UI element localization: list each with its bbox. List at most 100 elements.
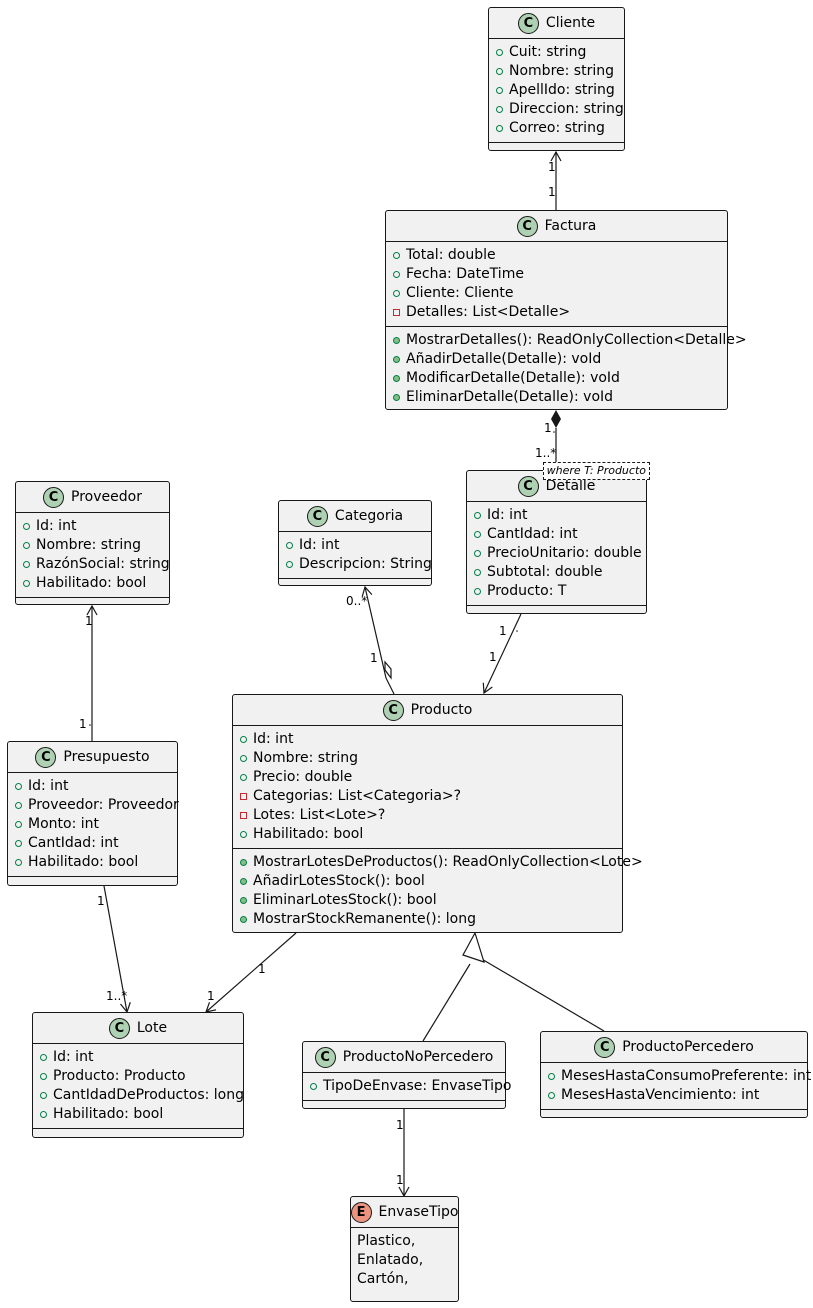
attribute: Correo: string bbox=[489, 119, 624, 138]
attribute: Subtotal: double bbox=[467, 563, 646, 582]
class-icon: C bbox=[517, 12, 539, 34]
composition-diamond bbox=[551, 410, 561, 428]
class-name: ProductoPercedero bbox=[622, 1039, 754, 1055]
public-visibility-icon bbox=[393, 394, 400, 401]
public-visibility-icon bbox=[474, 531, 481, 538]
attribute-text: TipoDeEnvase: EnvaseTipo bbox=[323, 1078, 512, 1094]
attribute-text: RazónSocial: string bbox=[36, 556, 170, 572]
public-visibility-icon bbox=[15, 821, 22, 828]
public-visibility-icon bbox=[286, 542, 293, 549]
attribute-text: Direccion: string bbox=[509, 101, 624, 117]
method-text: EliminarLotesStock(): bool bbox=[253, 892, 437, 908]
class-icon: C bbox=[516, 215, 538, 237]
attribute: Id: int bbox=[16, 517, 169, 536]
private-visibility-icon bbox=[393, 309, 400, 316]
mult-detalle-producto-dst: 1 bbox=[489, 650, 497, 664]
attribute: Nombre: string bbox=[489, 62, 624, 81]
public-visibility-icon bbox=[393, 290, 400, 297]
mult-cliente-top: 1 bbox=[548, 160, 556, 174]
attribute: CantIdad: int bbox=[467, 525, 646, 544]
methods-section bbox=[489, 143, 624, 159]
class-icon: C bbox=[382, 699, 404, 721]
attribute-text: Monto: int bbox=[28, 816, 99, 832]
attribute: CantIdad: int bbox=[8, 834, 177, 853]
mult-producto-lote-dst: 1 bbox=[207, 989, 215, 1003]
attribute-text: Habilitado: bool bbox=[36, 575, 147, 591]
public-visibility-icon bbox=[23, 542, 30, 549]
attribute: Id: int bbox=[467, 506, 646, 525]
enum-value: Plastico, bbox=[357, 1233, 416, 1249]
public-visibility-icon bbox=[240, 916, 247, 923]
mult-presupuesto-prov: 1 bbox=[79, 717, 87, 731]
methods-section bbox=[541, 1110, 807, 1126]
edge-nopercedero-producto bbox=[422, 963, 471, 1042]
public-visibility-icon bbox=[240, 774, 247, 781]
attribute-text: ApellIdo: string bbox=[509, 82, 615, 98]
public-visibility-icon bbox=[23, 523, 30, 530]
attribute-text: CantIdad: int bbox=[28, 835, 119, 851]
attribute: Id: int bbox=[233, 730, 622, 749]
attribute: Producto: Producto bbox=[33, 1067, 243, 1086]
attribute: Direccion: string bbox=[489, 100, 624, 119]
public-visibility-icon bbox=[15, 783, 22, 790]
methods-section: MostrarLotesDeProductos(): ReadOnlyColle… bbox=[233, 849, 643, 933]
method: MostrarDetalles(): ReadOnlyCollection<De… bbox=[386, 331, 747, 350]
attribute-text: Producto: Producto bbox=[53, 1068, 186, 1084]
methods-section bbox=[8, 877, 177, 893]
public-visibility-icon bbox=[240, 897, 247, 904]
attribute-text: Id: int bbox=[53, 1049, 94, 1065]
attribute-text: Nombre: string bbox=[36, 537, 141, 553]
methods-section bbox=[467, 606, 646, 622]
private-visibility-icon bbox=[240, 793, 247, 800]
class-icon: C bbox=[306, 505, 328, 527]
attribute: Nombre: string bbox=[16, 536, 169, 555]
methods-section bbox=[16, 598, 169, 614]
method-text: ModificarDetalle(Detalle): voId bbox=[406, 370, 620, 386]
attribute: TipoDeEnvase: EnvaseTipo bbox=[303, 1077, 511, 1096]
public-visibility-icon bbox=[240, 736, 247, 743]
attribute: Categorias: List<Categoria>? bbox=[233, 787, 622, 806]
attribute-text: Nombre: string bbox=[509, 63, 614, 79]
attribute-text: Cliente: Cliente bbox=[406, 285, 514, 301]
mult-presupuesto-lote-src: 1 bbox=[97, 894, 105, 908]
attribute-text: Habilitado: bool bbox=[28, 854, 139, 870]
public-visibility-icon bbox=[548, 1073, 555, 1080]
attribute: ApellIdo: string bbox=[489, 81, 624, 100]
public-visibility-icon bbox=[393, 252, 400, 259]
public-visibility-icon bbox=[23, 580, 30, 587]
generic-constraint: where T: Producto bbox=[542, 462, 650, 480]
method-text: EliminarDetalle(Detalle): voId bbox=[406, 389, 614, 405]
attributes-section: TipoDeEnvase: EnvaseTipo bbox=[303, 1073, 511, 1101]
public-visibility-icon bbox=[474, 550, 481, 557]
methods-section: MostrarDetalles(): ReadOnlyCollection<De… bbox=[386, 327, 747, 411]
public-visibility-icon bbox=[310, 1083, 317, 1090]
public-visibility-icon bbox=[40, 1073, 47, 1080]
enum-value: Enlatado, bbox=[357, 1252, 424, 1268]
public-visibility-icon bbox=[496, 68, 503, 75]
class-name: Lote bbox=[136, 1020, 168, 1036]
attribute-text: Id: int bbox=[253, 731, 294, 747]
public-visibility-icon bbox=[15, 802, 22, 809]
enum-values: Plastico,Enlatado,Cartón, bbox=[351, 1228, 458, 1293]
class-icon: C bbox=[517, 475, 539, 497]
attribute: CantIdadDeProductos: long bbox=[33, 1086, 244, 1105]
public-visibility-icon bbox=[240, 859, 247, 866]
attribute-text: Id: int bbox=[28, 778, 69, 794]
public-visibility-icon bbox=[474, 512, 481, 519]
